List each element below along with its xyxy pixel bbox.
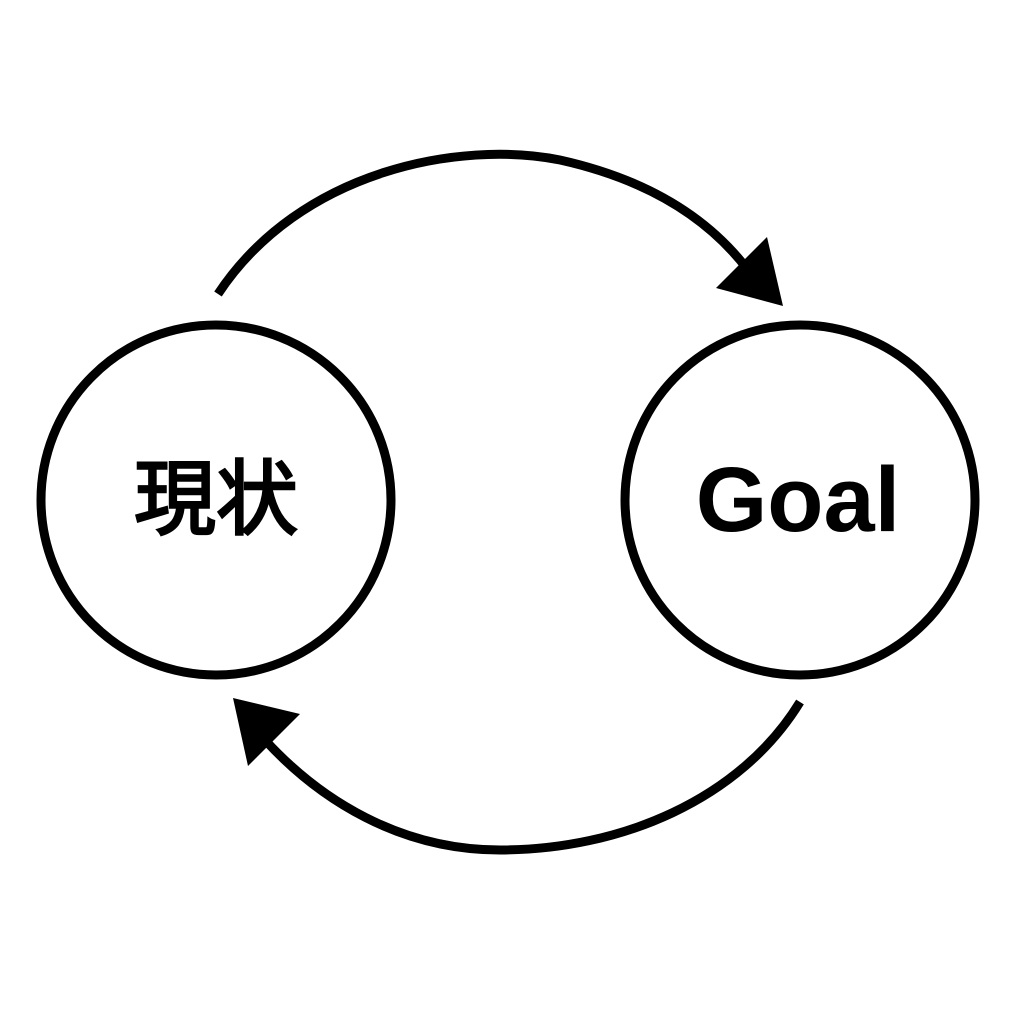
node-current-state-circle	[36, 320, 396, 680]
arrow-current-to-goal-head	[716, 237, 783, 306]
node-goal-label: Goal	[696, 449, 900, 551]
arrow-goal-to-current	[233, 698, 804, 855]
arrow-goal-to-current-head	[233, 698, 300, 766]
arrow-goal-to-current-line	[261, 699, 804, 855]
arrow-current-to-goal	[214, 149, 783, 306]
node-current-state: 現状	[36, 320, 396, 680]
node-current-state-label: 現状	[134, 453, 299, 548]
arrow-current-to-goal-line	[214, 149, 752, 297]
node-goal: Goal	[620, 320, 980, 680]
node-goal-circle	[620, 320, 980, 680]
